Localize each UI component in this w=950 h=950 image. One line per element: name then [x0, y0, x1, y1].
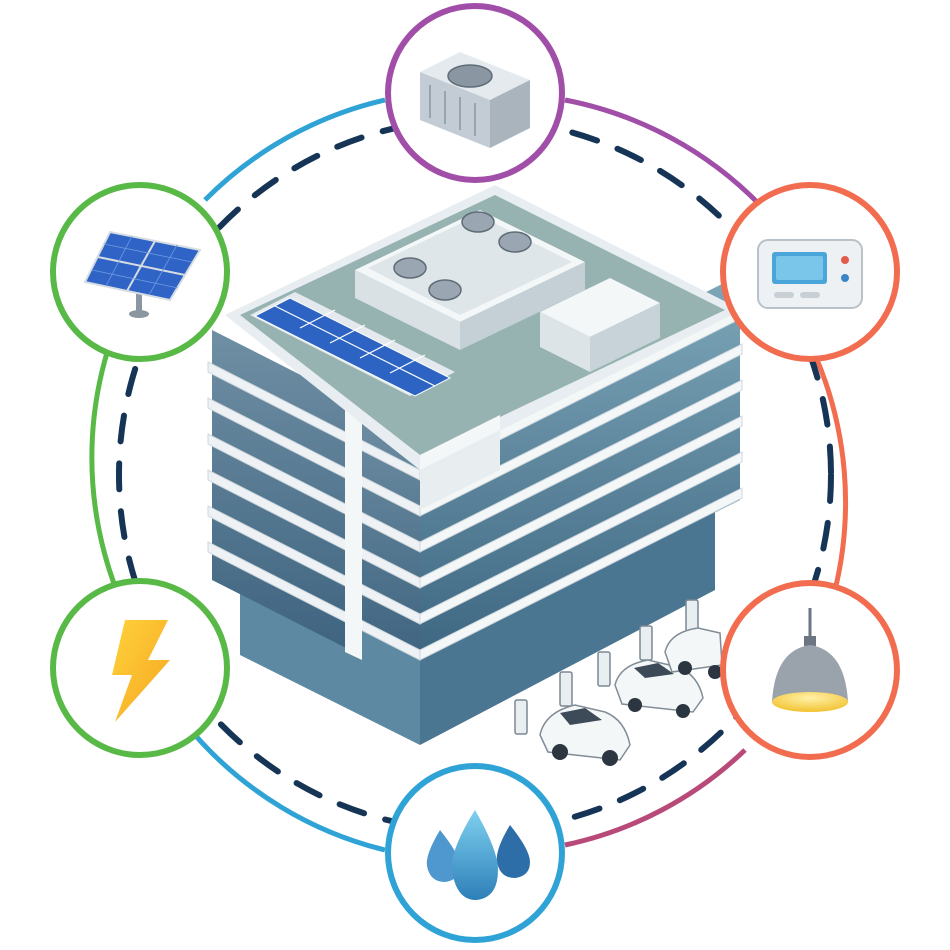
node-solar [50, 182, 230, 362]
solar-panel-icon [83, 230, 202, 318]
ev-car-icon [514, 599, 723, 766]
node-hvac [385, 3, 565, 183]
node-lighting [720, 580, 900, 760]
hvac-unit-icon [420, 52, 530, 148]
water-drops-icon [426, 810, 530, 900]
pendant-lamp-icon [772, 608, 848, 712]
node-electricity [50, 578, 230, 758]
node-water [385, 763, 565, 943]
office-building-icon [207, 185, 743, 766]
lightning-bolt-icon [112, 620, 170, 722]
thermostat-icon [757, 239, 863, 309]
dashed-connector-ring [116, 116, 834, 834]
node-thermostat [720, 182, 900, 362]
